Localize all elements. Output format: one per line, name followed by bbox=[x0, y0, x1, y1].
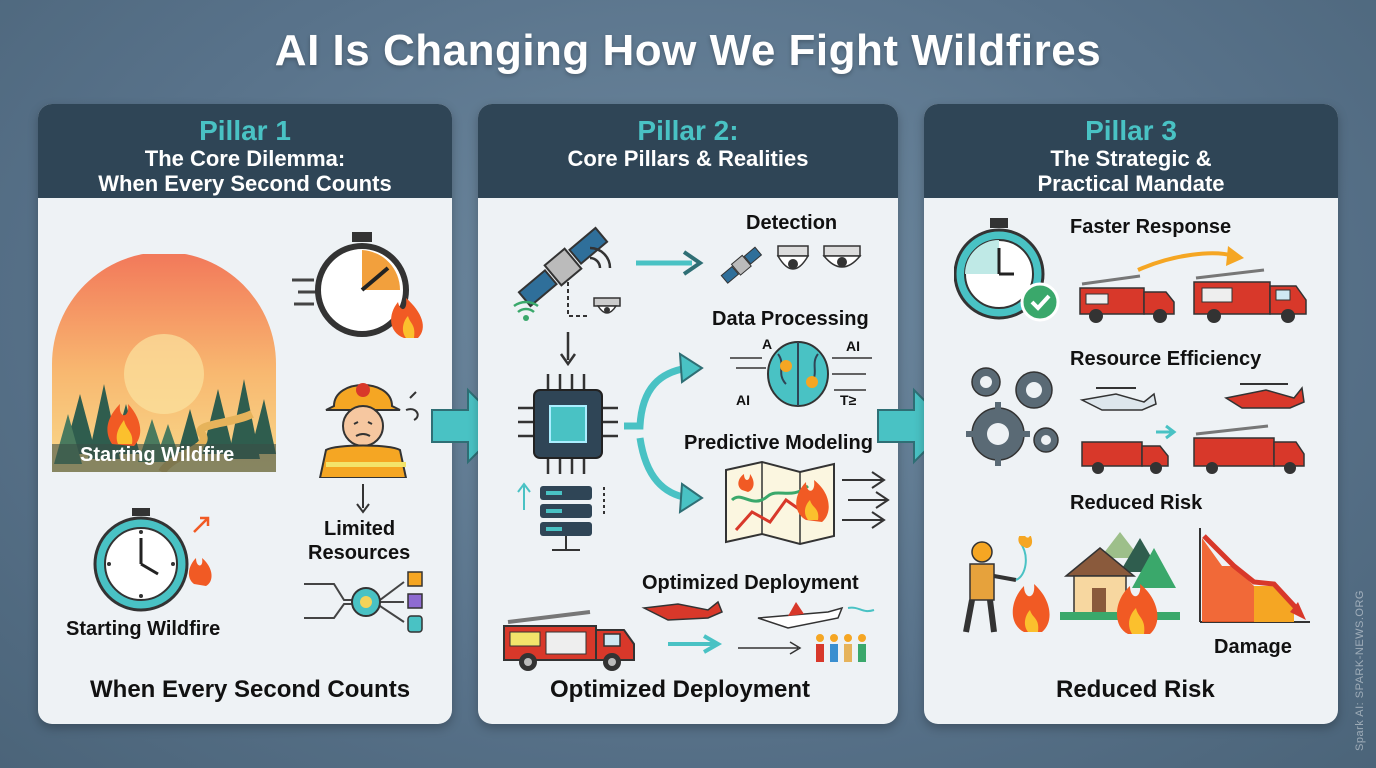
predictive-modeling-label: Predictive Modeling bbox=[684, 432, 873, 454]
resource-efficiency-label: Resource Efficiency bbox=[1070, 348, 1262, 370]
arrow-down-icon bbox=[356, 484, 370, 514]
pillar-3-subtitle-2: Practical Mandate bbox=[1037, 171, 1225, 196]
pillar-2-footer: Optimized Deployment bbox=[550, 676, 811, 703]
forest-fire-image bbox=[52, 252, 276, 475]
ai-text-right-top: AI bbox=[846, 338, 860, 354]
data-processing-label: Data Processing bbox=[712, 308, 869, 330]
curved-arrows-icon bbox=[620, 348, 710, 518]
pillar-3-panel: Pillar 3 The Strategic & Practical Manda… bbox=[924, 104, 1338, 724]
arrow-right-icon bbox=[634, 248, 704, 278]
ai-chip-icon bbox=[518, 374, 618, 474]
ai-text-left-top: A bbox=[762, 336, 773, 352]
pillar-1-panel: Pillar 1 The Core Dilemma: When Every Se… bbox=[38, 104, 452, 724]
forest-caption: Starting Wildfire bbox=[80, 444, 235, 466]
pillar-1-label: Pillar 1 bbox=[199, 115, 291, 146]
pillar-2-label: Pillar 2: bbox=[637, 115, 739, 146]
firefighter-hose-icon bbox=[944, 532, 1054, 636]
satellite-icon bbox=[508, 212, 618, 332]
server-icon bbox=[516, 480, 616, 552]
detection-devices-icon bbox=[718, 236, 878, 298]
ai-text-right-bottom: T≥ bbox=[840, 392, 857, 408]
damage-decline-chart-icon bbox=[1194, 526, 1314, 626]
faster-response-label: Faster Response bbox=[1070, 216, 1232, 238]
pillar-1-footer: When Every Second Counts bbox=[90, 676, 411, 703]
aircraft-crew-icon bbox=[638, 598, 894, 674]
page-title: AI Is Changing How We Fight Wildfires bbox=[274, 26, 1102, 75]
fire-truck-icon bbox=[500, 608, 640, 674]
gears-icon bbox=[962, 360, 1072, 472]
reduced-risk-label: Reduced Risk bbox=[1070, 492, 1203, 514]
pillar-2-header: Pillar 2: Core Pillars & Realities bbox=[478, 104, 898, 198]
pillar-3-header: Pillar 3 The Strategic & Practical Manda… bbox=[924, 104, 1338, 198]
pillar-1-header: Pillar 1 The Core Dilemma: When Every Se… bbox=[38, 104, 452, 198]
pillar-1-subtitle-2: When Every Second Counts bbox=[98, 171, 392, 196]
firefighter-icon bbox=[306, 366, 426, 479]
ai-text-left-bottom: AI bbox=[736, 392, 750, 408]
watermark: Spark AI: SPARK-NEWS.ORG bbox=[1354, 590, 1366, 751]
pillar-2-panel: Pillar 2: Core Pillars & Realities Detec… bbox=[478, 104, 898, 724]
clock-caption: Starting Wildfire bbox=[66, 618, 221, 640]
camera-icon-small bbox=[592, 296, 622, 320]
pillar-3-footer: Reduced Risk bbox=[1056, 676, 1215, 703]
limited-label-1: Limited bbox=[324, 518, 396, 540]
stopwatch-fire-icon bbox=[292, 228, 432, 348]
house-fire-icon bbox=[1060, 528, 1180, 636]
pillar-3-subtitle-1: The Strategic & bbox=[1050, 146, 1212, 171]
resource-allocation-icon bbox=[304, 570, 434, 640]
clock-fire-icon bbox=[90, 508, 220, 618]
stopwatch-check-icon bbox=[953, 216, 1064, 328]
aircraft-trucks-icon bbox=[1076, 376, 1316, 478]
optimized-deployment-label: Optimized Deployment bbox=[642, 572, 859, 594]
brain-ai-icon bbox=[726, 334, 876, 416]
detection-label: Detection bbox=[746, 212, 838, 234]
arrow-down-icon-2 bbox=[558, 332, 578, 368]
fire-map-icon bbox=[722, 460, 892, 546]
fire-trucks-fast-icon bbox=[1074, 246, 1314, 330]
pillar-1-subtitle-1: The Core Dilemma: bbox=[144, 146, 346, 171]
pillar-2-subtitle-1: Core Pillars & Realities bbox=[567, 146, 809, 171]
pillar-3-label: Pillar 3 bbox=[1085, 115, 1177, 146]
damage-label: Damage bbox=[1214, 636, 1292, 658]
limited-label-2: Resources bbox=[308, 542, 411, 564]
